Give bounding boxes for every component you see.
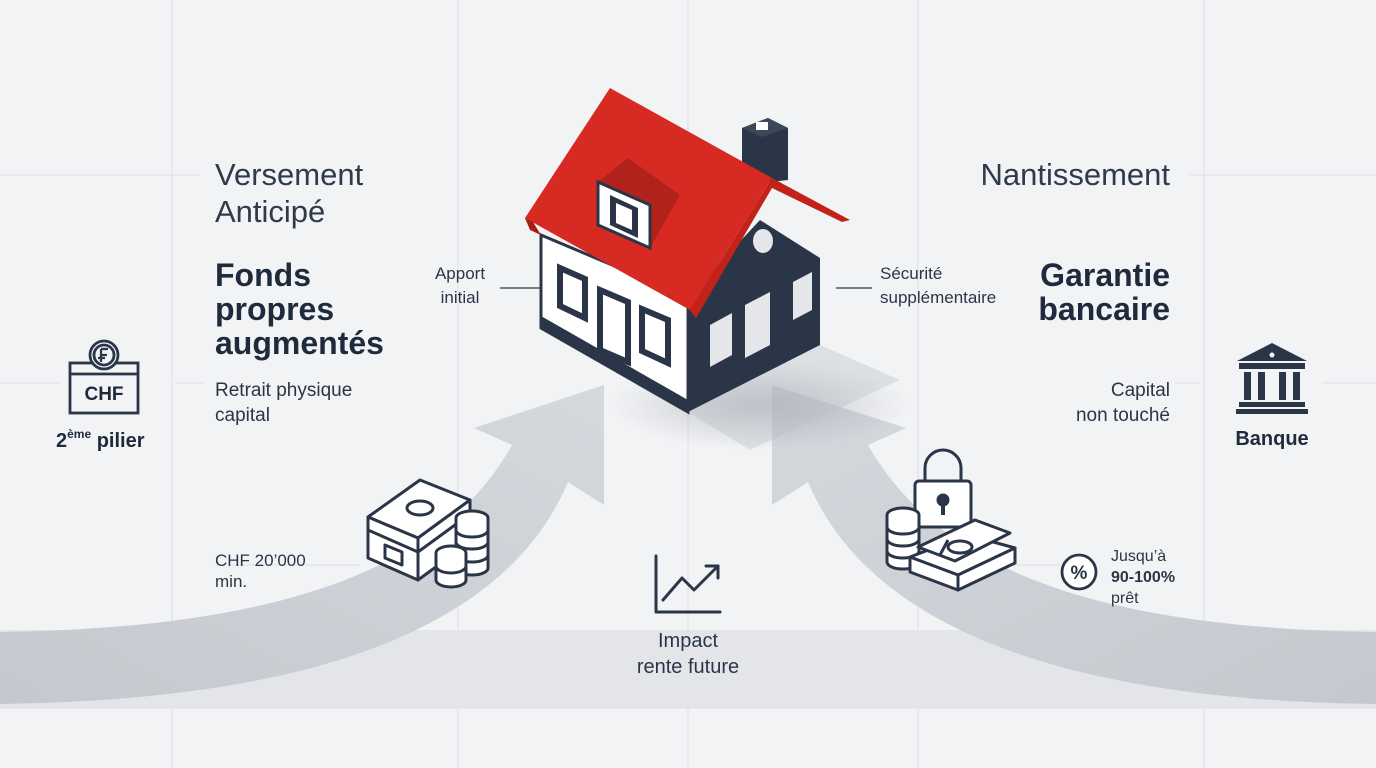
left-headline-line1: Fonds — [215, 257, 311, 293]
right-arrow — [772, 385, 1376, 704]
min-amount-line2: min. — [215, 572, 248, 591]
svg-text:%: % — [1071, 563, 1088, 584]
left-title-line2: Anticipé — [215, 194, 326, 229]
cash-coins-icon — [885, 506, 1017, 592]
apport-line2: initial — [440, 288, 480, 307]
left-desc-line2: capital — [215, 405, 270, 426]
pillar-text: pilier — [91, 430, 145, 452]
left-title-line1: Versement — [215, 157, 364, 192]
left-headline-line2: propres — [215, 291, 335, 327]
capital-line2: non touché — [1075, 405, 1170, 426]
loan-line2: 90-100% — [1111, 569, 1176, 586]
bank-label: Banque — [1235, 428, 1309, 450]
impact-line1: Impact — [657, 630, 719, 652]
pillar-superscript: ème — [67, 427, 92, 441]
house-illustration — [525, 88, 850, 415]
chf-box-label: CHF — [84, 384, 124, 405]
bank-building-icon — [1236, 343, 1308, 414]
securite-line1: Sécurité — [880, 264, 943, 283]
right-headline-line2: bancaire — [1038, 291, 1170, 327]
right-headline-line1: Garantie — [1040, 257, 1170, 293]
left-arrow — [0, 385, 604, 704]
pillar-label: 2ème pilier — [56, 427, 145, 453]
pillar-number: 2 — [56, 430, 68, 452]
percent-badge-icon: % — [1060, 553, 1098, 591]
right-title: Nantissement — [980, 157, 1170, 192]
capital-line1: Capital — [1110, 380, 1170, 401]
left-desc-line1: Retrait physique — [215, 380, 353, 401]
left-headline-line3: augmentés — [215, 325, 384, 361]
money-stack-icon — [366, 478, 490, 589]
apport-line1: Apport — [434, 264, 486, 283]
min-amount-line1: CHF 20’000 — [215, 551, 306, 570]
impact-line2: rente future — [636, 656, 740, 678]
franc-coin-box-icon — [68, 339, 140, 415]
securite-line2: supplémentaire — [880, 288, 997, 307]
trend-chart-icon — [654, 554, 722, 614]
loan-line1: Jusqu’à — [1111, 548, 1167, 565]
loan-line3: prêt — [1111, 590, 1139, 607]
padlock-icon — [913, 448, 973, 529]
